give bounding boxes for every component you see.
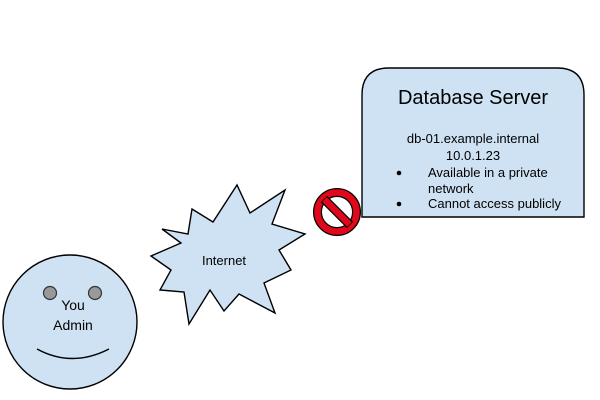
face-label-you: You <box>61 297 85 313</box>
internet-label: Internet <box>202 253 246 268</box>
server-box-shape <box>361 67 585 218</box>
server-hostname: db-01.example.internal <box>407 131 539 146</box>
admin-face: You Admin <box>2 254 138 390</box>
no-entry-bar <box>322 197 352 227</box>
no-entry-ring <box>314 189 360 235</box>
internet-starburst-icon <box>149 183 307 326</box>
database-server-box: Database Server db-01.example.internal 1… <box>361 67 585 218</box>
bullet-1-line-2: network <box>428 181 474 196</box>
server-title: Database Server <box>398 87 548 109</box>
face-circle <box>2 254 138 390</box>
face-label-admin: Admin <box>53 317 93 333</box>
bullet-2-line-1: Cannot access publicly <box>428 196 561 211</box>
server-ip: 10.0.1.23 <box>446 148 500 163</box>
smile-icon <box>36 348 110 360</box>
right-eye-icon <box>87 285 103 301</box>
left-eye-icon <box>42 285 58 301</box>
bullet-1-line-1: Available in a private <box>428 165 548 180</box>
bullet-icon <box>396 170 402 176</box>
internet-cloud: Internet <box>149 183 307 326</box>
bullet-icon <box>396 201 402 207</box>
blocked-sign <box>313 188 361 236</box>
